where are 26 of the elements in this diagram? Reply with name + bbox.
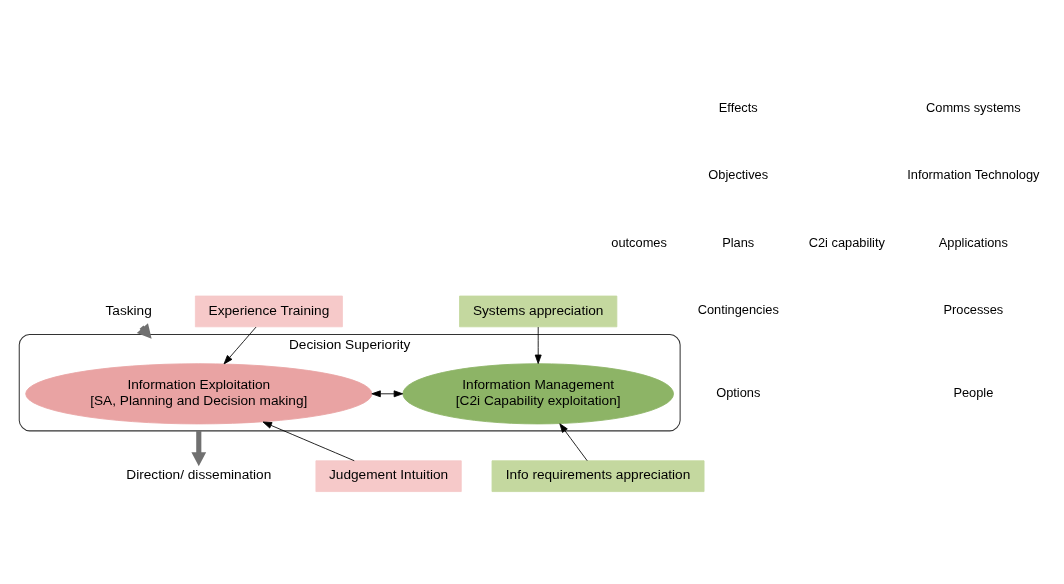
node-box: Systems appreciation bbox=[459, 295, 618, 327]
label: Options bbox=[716, 384, 761, 400]
node-text: Direction/ dissemination bbox=[126, 466, 272, 482]
arrow bbox=[223, 326, 257, 364]
label: Comms systems bbox=[926, 99, 1021, 115]
label: Processes bbox=[943, 301, 1004, 317]
label: People bbox=[953, 384, 994, 400]
arrow bbox=[371, 389, 404, 397]
label: outcomes bbox=[611, 234, 667, 250]
node-text: Tasking bbox=[105, 302, 152, 318]
label: Contingencies bbox=[697, 301, 779, 317]
label: Objectives bbox=[708, 166, 769, 182]
node-box: Judgement Intuition bbox=[315, 459, 462, 492]
label: Effects bbox=[718, 99, 758, 115]
label: Information Technology bbox=[907, 166, 1040, 182]
label: Plans bbox=[722, 234, 755, 250]
arrow bbox=[262, 421, 355, 461]
arrow bbox=[191, 430, 207, 466]
node-box: Info requirements appreciation bbox=[491, 459, 705, 492]
arrow bbox=[559, 422, 588, 461]
label: C2i capability bbox=[808, 234, 885, 250]
arrow bbox=[534, 326, 542, 364]
node-ellipse: Information Management [C2i Capability exploitation] bbox=[402, 362, 674, 424]
node-ellipse: Information Exploitation [SA, Planning and Decision making] bbox=[25, 362, 373, 424]
label: Applications bbox=[938, 234, 1008, 250]
node-box: Experience Training bbox=[194, 295, 343, 327]
